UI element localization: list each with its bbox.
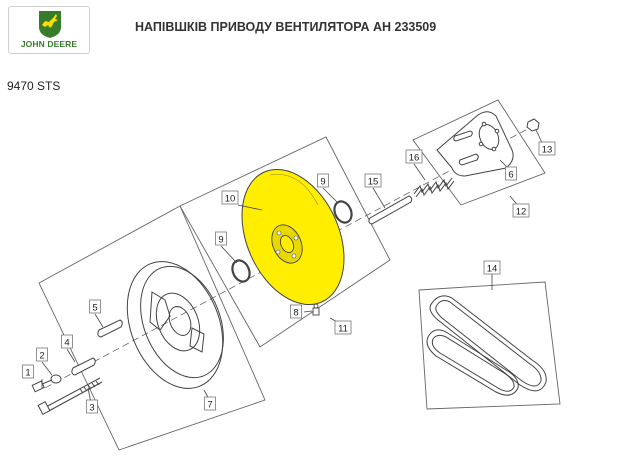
callout-label: 9 <box>218 235 223 246</box>
deer-emblem-icon <box>39 11 61 38</box>
callout-label: 10 <box>225 194 236 205</box>
callout-15: 15 <box>364 173 382 188</box>
fixed-sheave-part-7 <box>126 261 224 389</box>
callout-label: 7 <box>207 400 212 411</box>
callout-1: 1 <box>22 364 34 379</box>
shaft-part-15 <box>368 195 413 225</box>
nut-part-13 <box>526 118 540 132</box>
group-panel-11 <box>179 136 391 348</box>
spring-part-16 <box>413 177 455 198</box>
logo-text: JOHN DEERE <box>20 39 78 49</box>
seal-ring-part-9a <box>333 200 353 224</box>
callout-5: 5 <box>89 299 101 314</box>
movable-sheave-part-10 <box>241 168 345 306</box>
callout-label: 9 <box>320 177 325 188</box>
callout-9: 9 <box>317 173 329 188</box>
callout-3: 3 <box>86 399 98 414</box>
callout-label: 11 <box>338 324 348 335</box>
callout-label: 12 <box>516 207 527 218</box>
callout-label: 5 <box>92 303 97 314</box>
page-title: НАПІВШКІВ ПРИВОДУ ВЕНТИЛЯТОРА АН 233509 <box>135 20 437 34</box>
seal-ring-part-9b <box>231 259 251 283</box>
callout-label: 6 <box>508 170 513 181</box>
callout-label: 14 <box>487 264 498 275</box>
pin-part-4 <box>71 357 96 376</box>
callout-14: 14 <box>483 260 501 275</box>
callout-label: 8 <box>293 308 298 319</box>
callout-label: 13 <box>542 145 553 156</box>
callout-7: 7 <box>204 396 216 411</box>
pin-part-5 <box>97 319 123 338</box>
callout-label: 3 <box>89 403 94 414</box>
callout-10: 10 <box>221 190 239 205</box>
grease-fitting-part-8 <box>312 303 320 316</box>
callout-6: 6 <box>505 166 517 181</box>
callout-label: 4 <box>64 338 69 349</box>
group-panel-14 <box>418 281 561 410</box>
callout-label: 1 <box>25 368 30 379</box>
bolt-part-1 <box>31 379 53 393</box>
group-panel-7 <box>38 205 266 451</box>
washer-part-2 <box>50 374 62 384</box>
callout-8: 8 <box>290 304 302 319</box>
callout-16: 16 <box>405 149 423 164</box>
callout-9: 9 <box>215 231 227 246</box>
callout-2: 2 <box>36 347 48 362</box>
callout-label: 16 <box>409 153 420 164</box>
plate-part-6 <box>436 111 514 177</box>
callout-4: 4 <box>61 334 73 349</box>
callout-label: 15 <box>368 177 379 188</box>
callout-13: 13 <box>538 141 556 156</box>
belt-part-14 <box>426 295 547 396</box>
callout-label: 2 <box>39 351 44 362</box>
callout-12: 12 <box>512 203 530 218</box>
machine-model: 9470 STS <box>7 79 61 93</box>
callout-11: 11 <box>334 320 352 335</box>
bolt-part-3 <box>37 377 103 415</box>
john-deere-logo: JOHN DEERE <box>8 6 90 54</box>
